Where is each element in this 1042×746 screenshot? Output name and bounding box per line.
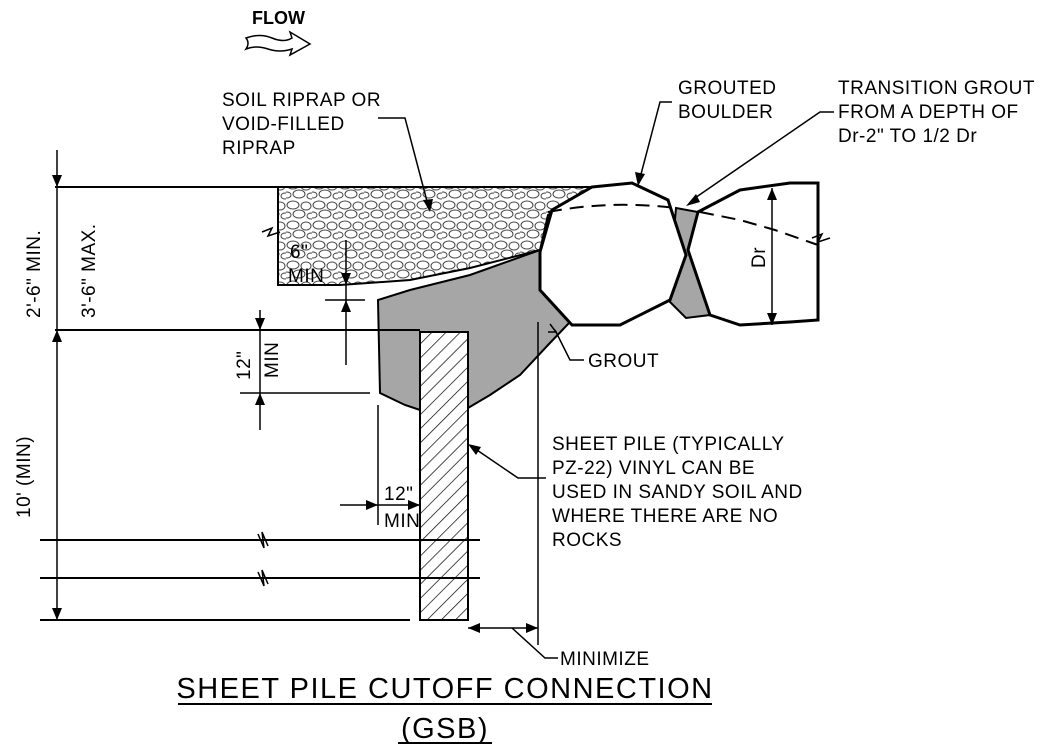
grout-callout: GROUT <box>548 323 659 372</box>
sheet-pile <box>419 331 469 621</box>
transition-grout-line1: TRANSITION GROUT <box>838 78 1035 99</box>
riprap-gap-min: MIN <box>288 266 324 287</box>
grout-cover-min: MIN <box>262 342 283 378</box>
transition-grout-line3: Dr-2" TO 1/2 Dr <box>838 126 977 147</box>
transition-grout-line2: FROM A DEPTH OF <box>838 102 1019 123</box>
flow-label: FLOW <box>252 8 305 28</box>
depth-min-dimension: 2'-6" MIN. <box>24 150 62 330</box>
break-symbol-lower <box>257 569 269 587</box>
depth-min-label: 2'-6" MIN. <box>24 230 45 318</box>
grouted-boulder-callout: GROUTED BOULDER <box>635 78 777 186</box>
boulder-dash-line <box>547 203 677 213</box>
dr-dimension: Dr <box>749 188 777 325</box>
pile-clear-value: 12" <box>384 484 413 505</box>
grout-cover-dimension: 12" MIN <box>234 310 370 430</box>
pile-clear-dimension: 12" MIN <box>340 405 420 532</box>
downstream-dash-line <box>699 211 819 246</box>
sheet-pile-line1: SHEET PILE (TYPICALLY <box>552 434 785 455</box>
sheet-pile-line3: USED IN SANDY SOIL AND <box>552 482 803 503</box>
grouted-boulder <box>538 181 688 327</box>
riprap-gap-value: 6" <box>290 242 308 263</box>
riprap-label-line2: VOID-FILLED <box>222 114 345 135</box>
dr-label: Dr <box>749 247 770 268</box>
pile-depth-label: 10' (MIN) <box>14 436 35 518</box>
depth-max-label: 3'-6" MAX. <box>79 223 100 318</box>
pile-depth-dimension: 10' (MIN) <box>14 330 62 620</box>
flow-arrow-icon <box>244 30 312 57</box>
minimize-dimension: MINIMIZE <box>468 322 650 670</box>
grout-cover-value: 12" <box>234 351 255 380</box>
flow-indicator: FLOW <box>244 8 312 57</box>
sheet-pile-callout: SHEET PILE (TYPICALLY PZ-22) VINYL CAN B… <box>468 434 803 551</box>
riprap-label-line1: SOIL RIPRAP OR <box>222 90 381 111</box>
riprap-break-symbol <box>261 226 281 238</box>
break-symbol-upper <box>257 531 269 549</box>
riprap-gap-dimension: 6" MIN <box>288 240 365 365</box>
downstream-break-symbol <box>811 232 831 244</box>
grout-mass <box>376 248 572 412</box>
title-main: SHEET PILE CUTOFF CONNECTION <box>176 673 713 705</box>
sheet-pile-line5: ROCKS <box>552 530 622 551</box>
drawing-title: SHEET PILE CUTOFF CONNECTION (GSB) <box>176 673 713 745</box>
sheet-pile-line4: WHERE THERE ARE NO <box>552 506 778 527</box>
sheet-pile-line2: PZ-22) VINYL CAN BE <box>552 458 755 479</box>
pile-clear-min: MIN <box>384 511 420 532</box>
downstream-boulder <box>686 181 820 327</box>
transition-grout-callout: TRANSITION GROUT FROM A DEPTH OF Dr-2" T… <box>686 78 1035 206</box>
grout-label: GROUT <box>588 351 659 372</box>
grouted-boulder-line2: BOULDER <box>678 102 773 123</box>
riprap-label-line3: RIPRAP <box>222 138 296 159</box>
title-sub: (GSB) <box>401 713 489 745</box>
minimize-label: MINIMIZE <box>560 649 650 670</box>
riprap-callout: SOIL RIPRAP OR VOID-FILLED RIPRAP <box>222 90 433 212</box>
grouted-boulder-line1: GROUTED <box>678 78 777 99</box>
